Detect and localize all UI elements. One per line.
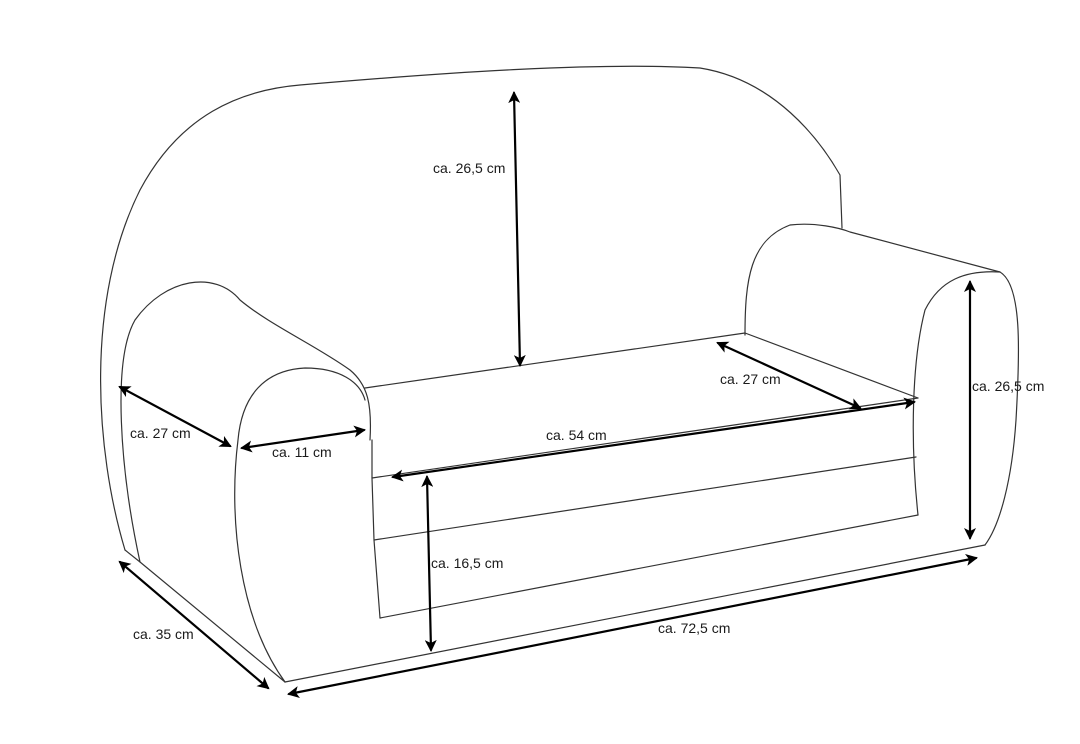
- label-armrest-height: ca. 26,5 cm: [972, 378, 1045, 394]
- arrow-seat-depth: [716, 341, 862, 410]
- arrow-armrest-depth: [118, 385, 232, 448]
- left-armrest-front-outline: [234, 367, 366, 683]
- label-armrest-width: ca. 11 cm: [272, 444, 332, 460]
- seat-cushion-top: [364, 332, 919, 399]
- label-armrest-depth: ca. 27 cm: [130, 425, 191, 441]
- label-seat-depth: ca. 27 cm: [720, 371, 781, 387]
- label-seat-width: ca. 54 cm: [546, 427, 607, 443]
- right-armrest-front-outline: [912, 271, 1020, 546]
- seat-cushion-left-edge: [371, 439, 381, 619]
- label-backrest-height: ca. 26,5 cm: [433, 160, 506, 176]
- left-base-edge: [124, 549, 286, 683]
- label-total-depth: ca. 35 cm: [133, 626, 194, 642]
- arrow-seat-width: [391, 397, 916, 482]
- sofa-outline: [100, 65, 1020, 683]
- label-seat-height: ca. 16,5 cm: [431, 555, 504, 571]
- seat-cushion-front-top: [371, 397, 919, 479]
- sofa-bottom-edge: [284, 544, 986, 683]
- right-armrest-top-outline: [744, 223, 1001, 336]
- arrow-armrest-width: [240, 425, 366, 453]
- backrest-outline: [100, 65, 843, 551]
- dimension-arrows: [118, 91, 978, 698]
- left-armrest-outer-outline: [120, 281, 372, 563]
- arrow-total-depth: [118, 560, 270, 690]
- arrow-total-width: [287, 554, 978, 698]
- seat-cushion-front-middle: [373, 456, 917, 541]
- label-total-width: ca. 72,5 cm: [658, 620, 731, 636]
- arrow-backrest-height: [508, 91, 526, 367]
